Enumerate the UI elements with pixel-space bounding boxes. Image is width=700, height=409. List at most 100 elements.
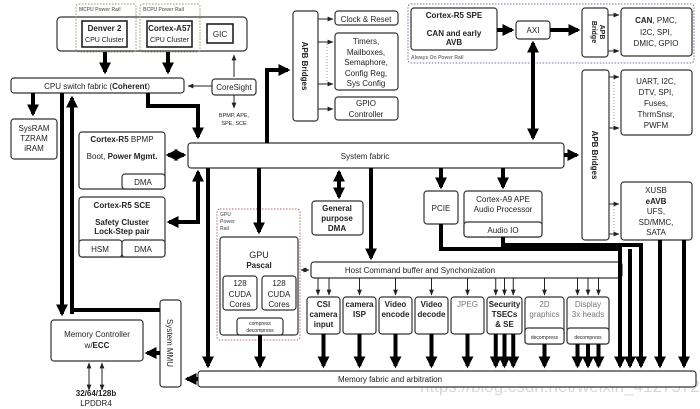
- svg-text:DMIC, GPIO: DMIC, GPIO: [634, 39, 679, 48]
- coresight-targets-1: BPMP, APE,: [219, 113, 250, 119]
- svg-text:PCIE: PCIE: [432, 204, 451, 213]
- svg-text:GPU: GPU: [220, 212, 231, 218]
- always-on-domain: Always On Power Rail Cortex-R5 SPE CAN a…: [407, 3, 695, 64]
- ape-block: Cortex-A9 APE Audio Processor Audio IO: [463, 190, 543, 238]
- bpmp-dma: DMA: [134, 178, 152, 187]
- svg-text:APB Bridges: APB Bridges: [300, 42, 309, 91]
- svg-text:Semaphore,: Semaphore,: [344, 58, 388, 67]
- svg-text:APB Bridges: APB Bridges: [590, 131, 599, 180]
- svg-text:Cores: Cores: [268, 300, 289, 309]
- svg-text:Memory Controller: Memory Controller: [64, 330, 130, 339]
- denver-title: Denver 2: [88, 24, 122, 33]
- svg-text:eAVB: eAVB: [646, 197, 667, 206]
- svg-text:w/ECC: w/ECC: [84, 341, 110, 350]
- connectors: [27, 40, 690, 385]
- cpu-complex: MCPU Power Rail BCPU Power Rail Denver 2…: [56, 3, 248, 53]
- host-command-buffer: Host Command buffer and Synchonization: [300, 261, 623, 279]
- sce-block: Cortex-R5 SCE Safety Cluster Lock-Step p…: [78, 196, 166, 258]
- svg-text:CUDA: CUDA: [268, 290, 291, 299]
- engine-block: JPEG: [450, 278, 485, 369]
- svg-text:PWFM: PWFM: [644, 121, 669, 130]
- engine-label: ISP: [353, 310, 367, 319]
- engine-decompress-label: decompress: [531, 335, 559, 341]
- svg-text:Timers,: Timers,: [353, 37, 379, 46]
- apb-bridges-top: APB Bridges: [292, 10, 319, 122]
- svg-text:SysRAM: SysRAM: [18, 124, 49, 133]
- engine-label: graphics: [529, 310, 559, 319]
- svg-text:UFS,: UFS,: [647, 207, 665, 216]
- svg-text:CUDA: CUDA: [229, 290, 252, 299]
- svg-text:Boot, Power Mgmt.: Boot, Power Mgmt.: [87, 152, 158, 161]
- svg-text:decompress: decompress: [246, 328, 274, 334]
- bcpu-power-rail-label: BCPU Power Rail: [143, 7, 185, 13]
- svg-text:Host Command buffer and Sync: Host Command buffer and Synchonization: [345, 266, 495, 275]
- lpddr-width: 32/64/128b: [76, 389, 117, 398]
- engine-label: Security: [489, 300, 521, 309]
- svg-text:General: General: [322, 204, 352, 213]
- engine-label: camera: [345, 300, 374, 309]
- a57-title: Cortex-A57: [148, 24, 191, 33]
- svg-text:128: 128: [233, 279, 247, 288]
- svg-text:SD/MMC,: SD/MMC,: [639, 218, 674, 227]
- svg-text:Controller: Controller: [349, 110, 384, 119]
- engine-label: JPEG: [457, 300, 478, 309]
- svg-text:UART, I2C,: UART, I2C,: [636, 77, 676, 86]
- apb-bridges-right: APB Bridges UART, I2C, DTV, SPI, Fuses, …: [581, 69, 693, 241]
- svg-text:Fuses,: Fuses,: [644, 99, 668, 108]
- svg-text:Mailboxes,: Mailboxes,: [347, 48, 385, 57]
- coresight: CoreSight BPMP, APE, SPE, SCE: [211, 78, 257, 127]
- svg-text:Cortex-A9 APE: Cortex-A9 APE: [476, 195, 530, 204]
- engine-label: decode: [417, 310, 446, 319]
- engine-label: encode: [381, 310, 410, 319]
- svg-text:ThrmSnsr,: ThrmSnsr,: [638, 110, 675, 119]
- lpddr-type: LPDDR4: [80, 399, 112, 408]
- svg-text:TZRAM: TZRAM: [20, 134, 48, 143]
- svg-text:DMA: DMA: [328, 224, 346, 233]
- cpu-switch-fabric: CPU switch fabric (Coherent): [10, 77, 185, 94]
- svg-text:purpose: purpose: [321, 214, 353, 223]
- coresight-label: CoreSight: [216, 83, 252, 92]
- axi-label: AXI: [527, 26, 540, 35]
- system-mmu: System MMU: [159, 299, 182, 388]
- svg-text:SATA: SATA: [646, 228, 666, 237]
- svg-text:CAN, PMC,: CAN, PMC,: [635, 16, 677, 25]
- memory-fabric: Memory fabric and arbitration: [197, 370, 697, 388]
- engine-label: 2D: [539, 300, 549, 309]
- svg-text:I2C, SPI,: I2C, SPI,: [640, 28, 672, 37]
- svg-text:APBBridge: APBBridge: [590, 21, 605, 43]
- svg-text:Power: Power: [220, 219, 235, 225]
- sce-hsm: HSM: [91, 245, 109, 254]
- engine-decompress-label: decompress: [574, 335, 602, 341]
- svg-text:Always On Power Rail: Always On Power Rail: [411, 55, 464, 61]
- general-purpose-dma: General purpose DMA: [311, 200, 364, 236]
- apb-targets-top: Clock & Reset Timers, Mailboxes, Semapho…: [318, 10, 399, 121]
- svg-text:Cortex-R5 BPMP: Cortex-R5 BPMP: [90, 135, 153, 144]
- svg-text:Safety Cluster: Safety Cluster: [95, 218, 149, 227]
- svg-text:GPIO: GPIO: [356, 99, 376, 108]
- audio-io: Audio IO: [487, 226, 518, 235]
- svg-text:Memory fabric and arbitration: Memory fabric and arbitration: [338, 375, 442, 384]
- a57-subtitle: CPU Cluster: [150, 37, 190, 44]
- engine-label: input: [314, 320, 334, 329]
- spe-title: Cortex-R5 SPE: [426, 11, 483, 20]
- sysram: SysRAM TZRAM iRAM: [10, 118, 58, 160]
- gpu-block: GPU Power Rail GPU Pascal 128 CUDA Cores…: [216, 208, 301, 341]
- engine-label: 3x heads: [572, 310, 604, 319]
- svg-text:GPU: GPU: [249, 250, 269, 260]
- engine-label: Display: [575, 300, 601, 309]
- svg-text:CPU switch fabric (Coherent): CPU switch fabric (Coherent): [44, 82, 150, 91]
- svg-text:AVB: AVB: [446, 38, 463, 47]
- system-fabric: System fabric: [187, 142, 565, 169]
- svg-text:compress: compress: [249, 321, 271, 327]
- coresight-targets-2: SPE, SCE: [221, 121, 247, 127]
- memory-controller: Memory Controller w/ECC 32/64/128b LPDDR…: [50, 319, 144, 408]
- svg-text:Pascal: Pascal: [246, 261, 271, 270]
